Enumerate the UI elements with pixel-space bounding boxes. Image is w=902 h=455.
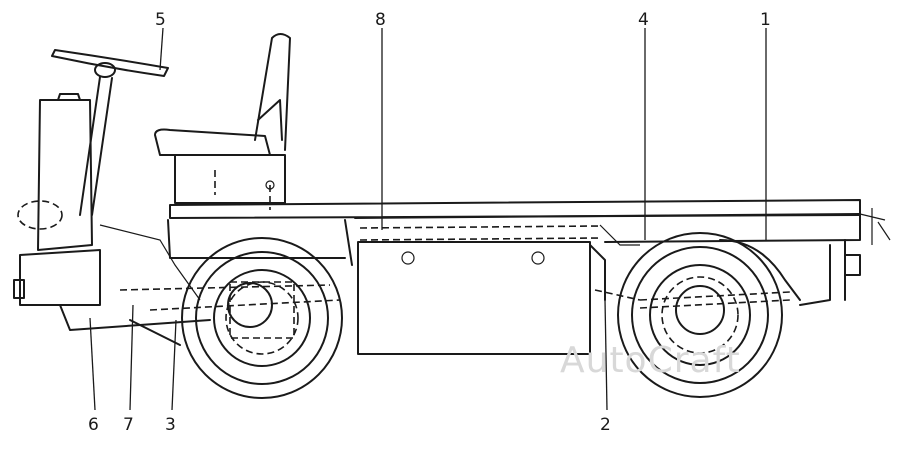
callout-3: 3 — [165, 415, 176, 435]
chassis-frame — [167, 199, 891, 306]
callout-1: 1 — [760, 10, 771, 30]
engine-housing — [13, 93, 101, 306]
rear-linkage — [589, 224, 641, 301]
driver-seat — [154, 33, 291, 210]
steering-column — [79, 76, 113, 216]
callout-6: 6 — [88, 415, 99, 435]
callout-labels: 5 8 4 1 6 7 3 2 — [88, 10, 771, 435]
callout-5: 5 — [155, 10, 166, 30]
callout-4: 4 — [638, 10, 649, 30]
front-linkage — [59, 219, 353, 346]
callout-2: 2 — [600, 415, 611, 435]
callout-lines — [89, 27, 767, 411]
rear-wheel — [617, 232, 801, 398]
steering-wheel — [51, 49, 169, 78]
callout-8: 8 — [375, 10, 386, 30]
callout-7: 7 — [123, 415, 134, 435]
front-wheel — [181, 237, 343, 399]
watermark: AutoCraft — [560, 340, 741, 381]
battery-box — [357, 241, 591, 355]
